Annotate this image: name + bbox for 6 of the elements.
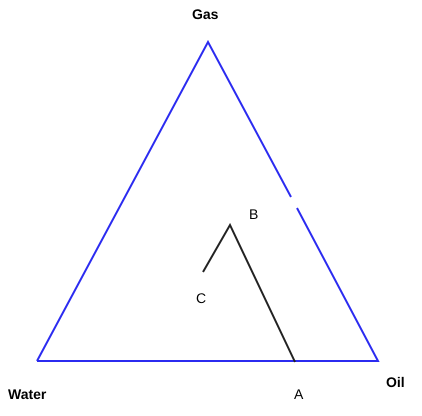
point-label: A <box>294 386 304 402</box>
vertex-label: Gas <box>192 6 218 22</box>
vertex-label: Water <box>8 386 46 402</box>
point-label: B <box>249 206 258 222</box>
vertex-label: Oil <box>386 374 405 390</box>
point-label: C <box>196 290 206 306</box>
